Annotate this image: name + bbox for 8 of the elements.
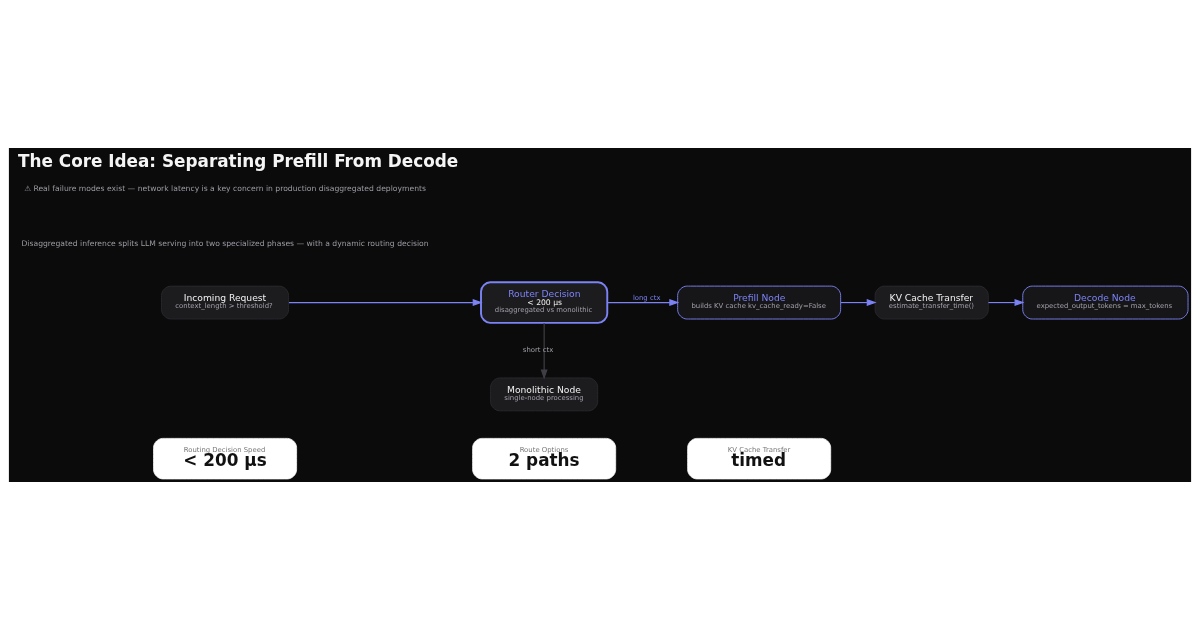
label: Disaggregated inference splits LLM serving into two specialized phases — with a dynamic routing decision	[21, 239, 429, 249]
arrow	[987, 299, 1025, 307]
arrow	[606, 299, 680, 307]
diagram-title: The Core Idea: Separating Prefill From Decode	[18, 150, 459, 171]
label: ⚠ Real failure modes exist — network latency is a key concern in production disaggregated deployments	[24, 184, 426, 194]
arrow	[288, 299, 483, 307]
arrow	[540, 322, 548, 380]
arrow	[840, 299, 877, 307]
